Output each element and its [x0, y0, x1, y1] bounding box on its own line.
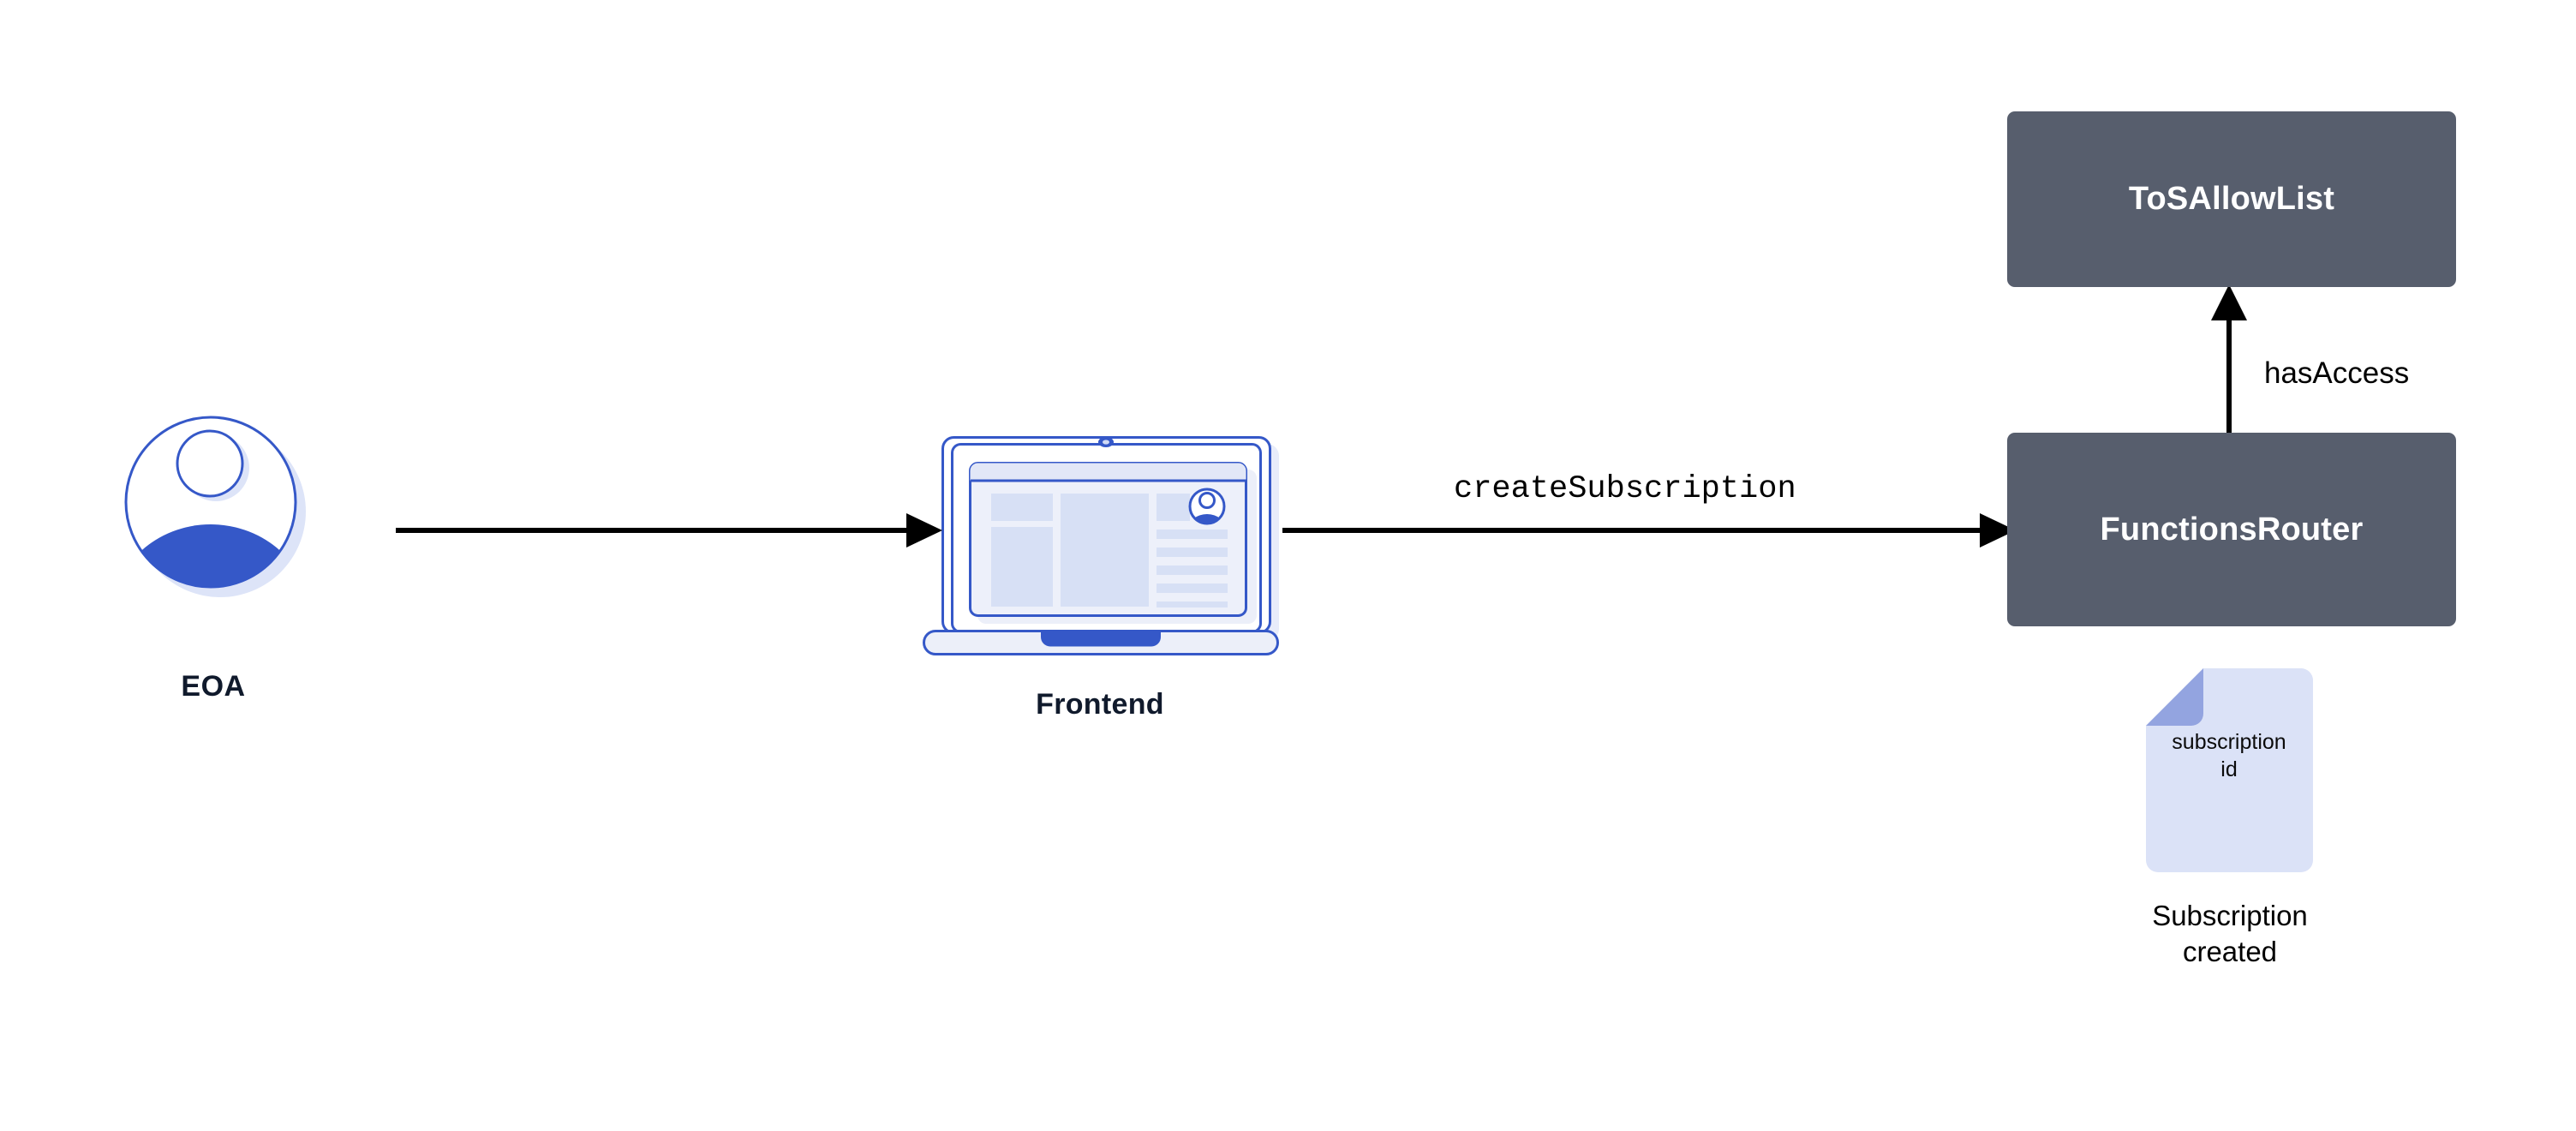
laptop-icon [923, 436, 1279, 655]
caption-line-2: created [2182, 936, 2278, 968]
document-icon [2146, 668, 2313, 872]
document-label-line-2: id [2220, 757, 2238, 781]
node-subscription-created[interactable]: subscription id Subscription created [2146, 668, 2420, 967]
node-eoa[interactable]: EOA [120, 411, 377, 771]
user-avatar-icon [124, 416, 306, 597]
node-label-functions-router: FunctionsRouter [2100, 511, 2364, 548]
edge-functions-router-to-tos-allow-list [2211, 284, 2247, 441]
edge-label-create-subscription: createSubscription [1454, 471, 1796, 507]
edge-label-has-access: hasAccess [2264, 356, 2410, 390]
node-label-eoa: EOA [181, 670, 246, 703]
node-caption-subscription-created: Subscription created [2093, 898, 2367, 970]
node-frontend[interactable]: Frontend [921, 428, 1289, 771]
edge-frontend-to-functions-router [1282, 513, 2016, 548]
node-label-tos-allow-list: ToSAllowList [2128, 181, 2335, 217]
caption-line-1: Subscription [2152, 900, 2308, 931]
node-label-frontend: Frontend [1036, 688, 1164, 721]
node-functions-router[interactable]: FunctionsRouter [2007, 433, 2456, 626]
document-label-line-1: subscription [2172, 730, 2286, 754]
node-tos-allow-list[interactable]: ToSAllowList [2007, 111, 2456, 287]
document-label: subscription id [2151, 728, 2307, 783]
edge-eoa-to-frontend [396, 513, 942, 548]
